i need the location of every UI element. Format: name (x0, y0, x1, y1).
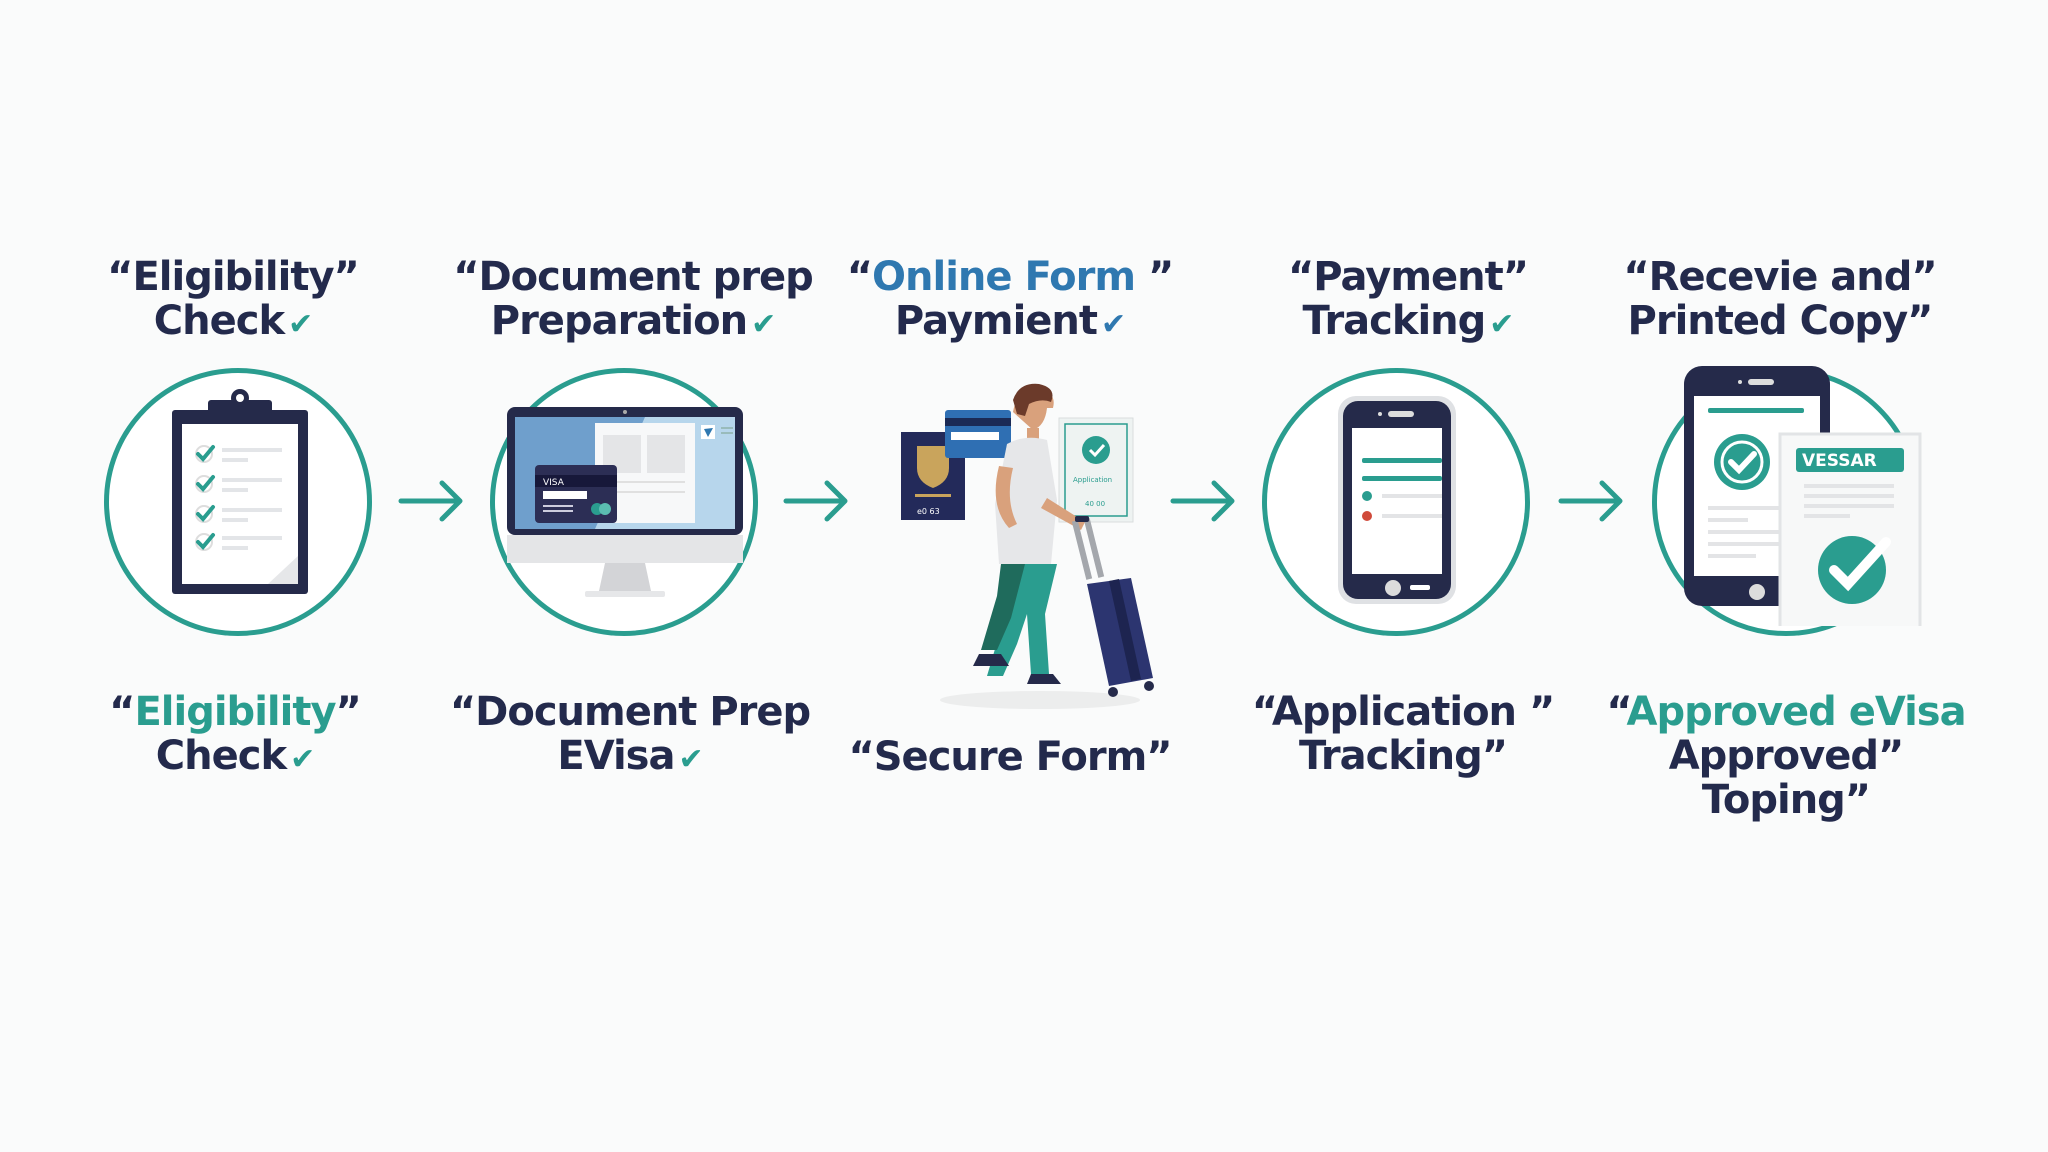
arrow-right-icon (1558, 480, 1623, 522)
step-5-bottom-label: “Approved eVisa Approved” Toping” (1606, 689, 1967, 823)
check-icon: ✔ (1489, 307, 1514, 342)
step-2-top-label: “Document prep Preparation✔ (453, 254, 814, 347)
step-3-top-line2-wrap: Paymient✔ (847, 299, 1174, 347)
step-4-top-line1: “Payment” (1287, 254, 1529, 300)
step-2-top-line2-wrap: Preparation✔ (453, 299, 813, 347)
step-1-bottom-line2-wrap: Check✔ (109, 734, 361, 782)
step-1-top-label: “Eligibility” Check✔ (107, 254, 360, 347)
step-2-bottom-line1: “Document Prep (449, 689, 811, 735)
step-5-bottom-highlight: Approved eVisa (1626, 689, 1967, 735)
step-3-top-line2: Paymient (894, 298, 1098, 344)
step-2-bottom-line2: EVisa (557, 733, 675, 779)
step-4-top-label: “Payment” Tracking✔ (1287, 254, 1529, 347)
step-1-bottom-highlight: Eligibility (134, 689, 336, 735)
step-3-top-highlight: Online Form (872, 254, 1136, 300)
step-4-top-line2-wrap: Tracking✔ (1288, 299, 1528, 347)
step-3-top-line1: “Online Form ” (846, 254, 1175, 300)
step-2-top-line1: “Document prep (453, 254, 814, 300)
step-5-bottom-line2: Approved” (1668, 733, 1905, 779)
step-1-top-line1: “Eligibility” (107, 254, 360, 300)
step-5-bottom-line1: “Approved eVisa (1606, 689, 1967, 735)
step-1-bottom-line2: Check (155, 733, 287, 779)
step-2-top-line2: Preparation (490, 298, 748, 344)
step-3-bottom-label: “Secure Form” (848, 734, 1172, 780)
approved-evisa-document-icon: VESSAR (1684, 366, 1922, 626)
smartphone-tracking-icon (1338, 396, 1456, 604)
step-2-bottom-label: “Document Prep EVisa✔ (449, 689, 811, 782)
arrow-right-icon (1170, 480, 1235, 522)
step-5-top-label: “Recevie and” Printed Copy” (1623, 254, 1937, 344)
clipboard-checklist-icon (172, 389, 308, 594)
step-4-bottom-line2: Tracking” (1298, 733, 1508, 779)
check-icon: ✔ (678, 742, 703, 777)
step-2-bottom-line2-wrap: EVisa✔ (450, 734, 810, 782)
step-3-bottom-line1: “Secure Form” (848, 734, 1172, 780)
open-quote: “ (846, 254, 873, 300)
arrow-right-icon (783, 480, 848, 522)
evisa-badge-text: VESSAR (1802, 451, 1877, 471)
check-icon: ✔ (288, 307, 313, 342)
open-quote: “ (109, 689, 135, 735)
step-5-bottom-line3: Toping” (1701, 777, 1871, 823)
step-4-bottom-line1: “Application ” (1251, 689, 1555, 735)
check-icon: ✔ (1101, 307, 1126, 342)
traveler-with-luggage-icon: e0 63 Application 40 00 (901, 383, 1154, 709)
step-4-top-line2: Tracking (1302, 298, 1487, 344)
open-quote: “ (1606, 689, 1627, 735)
application-doc-text: Application (1073, 476, 1112, 484)
step-4-bottom-label: “Application ” Tracking” (1251, 689, 1555, 779)
step-3-top-label: “Online Form ” Paymient✔ (846, 254, 1175, 347)
card-brand-text: VISA (543, 478, 565, 488)
arrow-right-icon (398, 480, 463, 522)
close-quote: ” (335, 689, 362, 735)
step-1-bottom-line1: “Eligibility” (109, 689, 362, 735)
passport-code: e0 63 (917, 507, 940, 516)
step-5-top-line2: Printed Copy” (1627, 298, 1934, 344)
step-1-top-line2-wrap: Check✔ (107, 299, 359, 347)
computer-visa-card-icon: VISA (507, 407, 743, 597)
check-icon: ✔ (751, 307, 776, 342)
check-icon: ✔ (290, 742, 315, 777)
step-5-top-line1: “Recevie and” (1623, 254, 1937, 300)
step-1-bottom-label: “Eligibility” Check✔ (109, 689, 362, 782)
application-doc-code: 40 00 (1085, 500, 1105, 508)
step-1-top-line2: Check (153, 298, 285, 344)
close-quote: ” (1135, 254, 1174, 300)
